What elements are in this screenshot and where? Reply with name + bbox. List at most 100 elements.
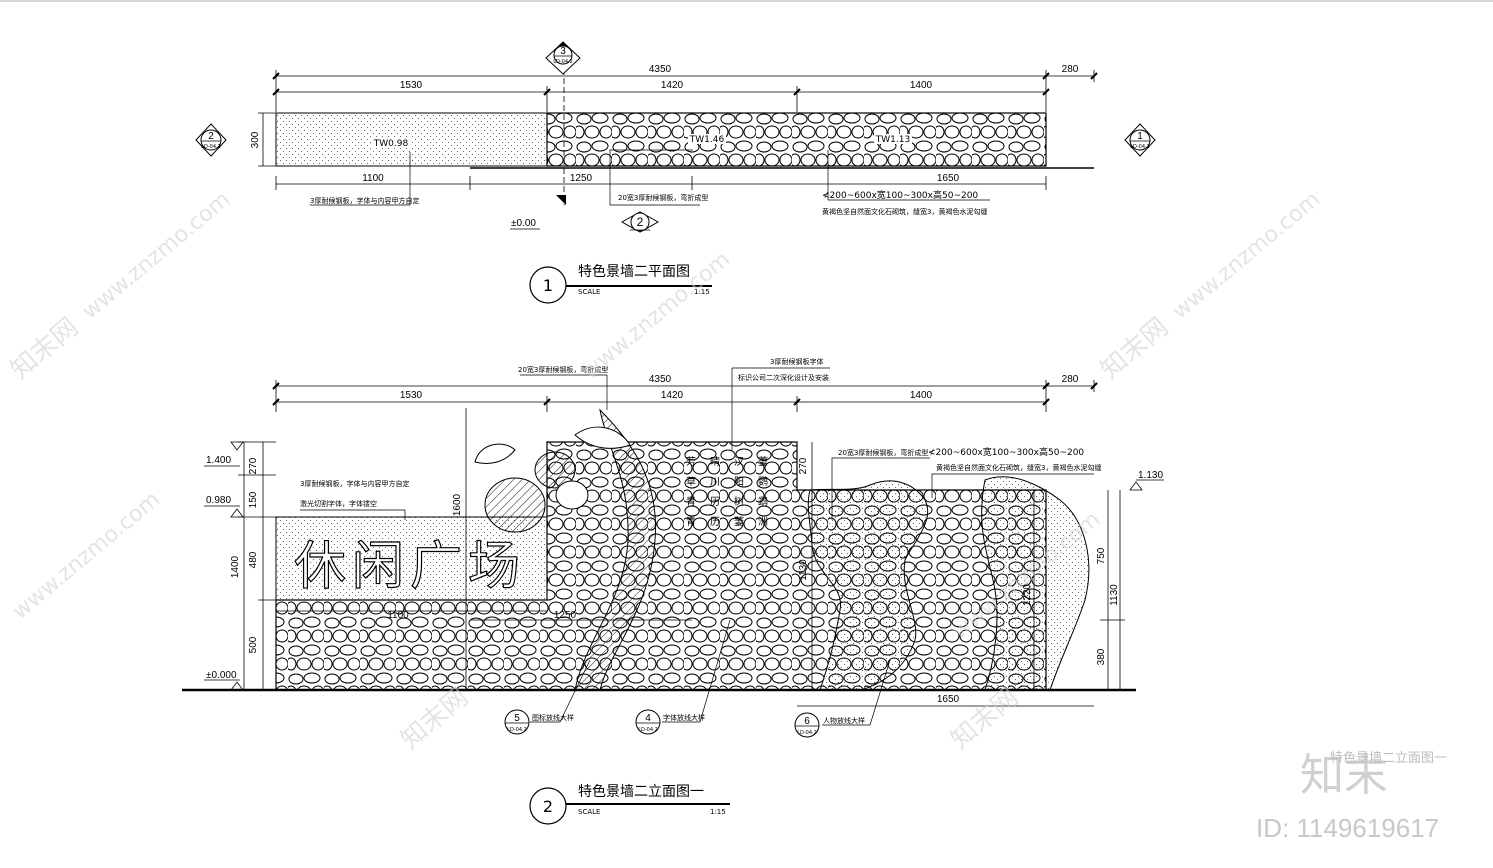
plan-title-block: 1 特色景墙二平面图 SCALE 1:15 bbox=[529, 263, 712, 304]
elev-note-top-mid-2: 标识公司二次深化设计及安装 bbox=[738, 373, 829, 382]
svg-text:川: 川 bbox=[710, 477, 720, 488]
elev-left-dim-150: 150 bbox=[248, 491, 259, 508]
svg-text:0.980: 0.980 bbox=[206, 495, 231, 506]
svg-text:LD-04.2: LD-04.2 bbox=[1130, 144, 1150, 150]
svg-text:特色景墙二平面图: 特色景墙二平面图 bbox=[578, 263, 690, 280]
elev-note-left-2: 激光切割字体，字体镂空 bbox=[300, 499, 377, 508]
svg-text:LD-04.2: LD-04.2 bbox=[553, 59, 573, 65]
plan-tw-1: TW0.98 bbox=[373, 139, 409, 149]
elev-poem: 芳草 青青 晴川 历历 汉阳 树萋 萋鹦 鹉洲 bbox=[686, 455, 768, 528]
svg-text:4: 4 bbox=[645, 713, 651, 724]
elev-note-right-1: ≮200~600x宽100~300x高50~200 bbox=[928, 446, 1084, 458]
elev-mid-dim-1130: 1130 bbox=[798, 559, 809, 581]
svg-text:图标放线大样: 图标放线大样 bbox=[532, 713, 574, 722]
elev-inner-dim-1: 1100 bbox=[387, 610, 409, 621]
plan-dim-seg1: 1530 bbox=[400, 80, 423, 91]
elev-callout-4: 4 LD-04.2 字体放线大样 bbox=[635, 619, 731, 735]
svg-text:1:15: 1:15 bbox=[710, 808, 726, 816]
plan-note-mid: 20宽3厚耐候钢板，弯折成型 bbox=[618, 193, 708, 202]
svg-text:1: 1 bbox=[543, 276, 553, 295]
svg-text:3: 3 bbox=[560, 46, 566, 57]
svg-text:SCALE: SCALE bbox=[578, 288, 600, 296]
elev-note-right-mid: 20宽3厚耐候钢板，弯折成型 bbox=[838, 448, 928, 457]
svg-text:6: 6 bbox=[804, 716, 810, 727]
watermark-brand-1: 知末网 bbox=[5, 312, 84, 385]
svg-text:1.130: 1.130 bbox=[1138, 470, 1163, 481]
sheet-top-border bbox=[0, 0, 1493, 2]
elev-mid-dim-270: 270 bbox=[798, 457, 809, 474]
elev-sign-text: 休闲广场 bbox=[294, 537, 526, 597]
elev-dim-seg2: 1420 bbox=[661, 390, 684, 401]
elev-note-left-1: 3厚耐候钢板，字体与内容甲方自定 bbox=[300, 479, 409, 488]
plan-note-left: 3厚耐候钢板，字体与内容甲方自定 bbox=[310, 196, 419, 205]
plan-stone-wall bbox=[546, 112, 1047, 167]
elev-right-dim-1220: 1220 bbox=[1022, 583, 1033, 606]
plan-note-right-1: ≮200~600x宽100~300x高50~200 bbox=[822, 189, 978, 201]
elev-left-dim-1600: 1600 bbox=[452, 493, 463, 516]
elev-figure-right bbox=[981, 476, 1090, 691]
plan-dim-seg2: 1420 bbox=[661, 80, 684, 91]
svg-text:芳: 芳 bbox=[686, 455, 696, 468]
plan-tw-3: TW1.13 bbox=[875, 135, 910, 145]
svg-text:1:15: 1:15 bbox=[694, 288, 710, 296]
svg-text:1.400: 1.400 bbox=[206, 455, 231, 466]
watermark-ghost-caption: 特色景墙二立面图一 bbox=[1330, 750, 1447, 766]
elevation-view: 4350 280 1530 1420 1400 休闲广场 芳草 青青 bbox=[182, 357, 1164, 825]
svg-text:鹉: 鹉 bbox=[758, 495, 768, 508]
svg-text:萋: 萋 bbox=[758, 455, 768, 468]
svg-text:5: 5 bbox=[514, 713, 520, 724]
plan-bottom-dim-1: 1100 bbox=[362, 173, 384, 184]
watermark-corner-logo: 知末 bbox=[1300, 750, 1388, 801]
svg-text:青: 青 bbox=[686, 515, 696, 528]
elev-level-marks: 1.400 0.980 ±0.000 1.130 bbox=[204, 441, 1164, 691]
svg-text:晴: 晴 bbox=[710, 455, 720, 468]
plan-dim-extension: 280 bbox=[1062, 64, 1079, 75]
watermark-brand-2: 知末网 bbox=[1095, 312, 1174, 385]
elev-inner-dim-3: 1650 bbox=[937, 694, 960, 705]
plan-dim-total: 4350 bbox=[649, 64, 672, 75]
plan-callout-top: 3 LD-04.2 bbox=[545, 41, 581, 75]
elev-right-dim-1130: 1130 bbox=[1109, 584, 1120, 606]
svg-text:树: 树 bbox=[734, 495, 744, 508]
watermark-brand-3: 知末网 bbox=[395, 682, 474, 755]
plan-bottom-dim-2: 1250 bbox=[570, 173, 593, 184]
elev-inner-dim-2: 1250 bbox=[554, 610, 577, 621]
elev-note-top-left: 20宽3厚耐候钢板，弯折成型 bbox=[518, 365, 608, 374]
svg-text:2: 2 bbox=[208, 131, 214, 142]
svg-text:阳: 阳 bbox=[734, 476, 744, 488]
plan-bottom-dim-3: 1650 bbox=[937, 173, 960, 184]
svg-text:SCALE: SCALE bbox=[578, 808, 600, 816]
svg-text:2: 2 bbox=[637, 215, 644, 229]
elev-left-dims bbox=[238, 408, 467, 691]
svg-text:LD-04.2: LD-04.2 bbox=[507, 727, 527, 733]
svg-text:2: 2 bbox=[543, 797, 553, 816]
plan-note-right-2: 黄褐色坚自然面文化石砌筑，缝宽3，黄褐色水泥勾缝 bbox=[822, 207, 987, 216]
elev-dim-total: 4350 bbox=[649, 374, 672, 385]
svg-text:草: 草 bbox=[686, 476, 696, 488]
elev-left-dim-1400: 1400 bbox=[230, 555, 241, 578]
svg-text:1: 1 bbox=[1137, 131, 1143, 142]
plan-view: 4350 280 1530 1420 1400 TW0.98 TW1.46 TW… bbox=[195, 41, 1156, 304]
elev-right-dim-380: 380 bbox=[1096, 648, 1107, 665]
plan-dim-seg3: 1400 bbox=[910, 80, 933, 91]
elev-right-dim-750: 750 bbox=[1096, 547, 1107, 564]
elev-figure-left bbox=[807, 480, 929, 691]
plan-callout-left: 2 LD-04.2 bbox=[195, 123, 227, 157]
svg-text:LD-04.2: LD-04.2 bbox=[638, 727, 658, 733]
svg-text:鹦: 鹦 bbox=[758, 475, 768, 488]
svg-text:洲: 洲 bbox=[758, 516, 768, 528]
elev-dim-extension: 280 bbox=[1062, 374, 1079, 385]
svg-text:汉: 汉 bbox=[734, 456, 744, 468]
elev-title-block: 2 特色景墙二立面图一 SCALE 1:15 bbox=[529, 783, 730, 825]
svg-text:青: 青 bbox=[686, 495, 696, 508]
elev-dim-seg1: 1530 bbox=[400, 390, 423, 401]
svg-text:LD-04.2: LD-04.2 bbox=[201, 144, 221, 150]
elev-left-dim-500: 500 bbox=[248, 636, 259, 653]
watermark-id: ID: 1149619617 bbox=[1256, 813, 1439, 843]
watermark-site-4: www.znzmo.com bbox=[8, 487, 165, 625]
watermark-site-3: www.znzmo.com bbox=[1168, 187, 1325, 325]
svg-text:历: 历 bbox=[710, 496, 720, 508]
elev-left-dim-480: 480 bbox=[248, 551, 259, 568]
